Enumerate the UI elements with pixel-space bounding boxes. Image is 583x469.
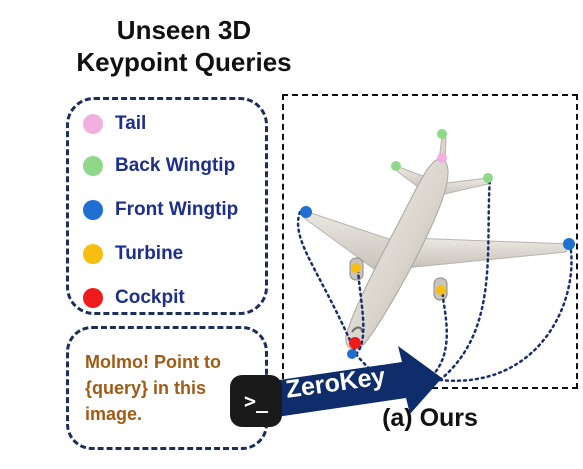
back-wingtip-marker xyxy=(391,161,401,171)
back-wingtip-marker xyxy=(483,173,493,183)
back-wingtip-marker xyxy=(437,129,447,139)
front-wingtip-dot xyxy=(83,200,103,220)
keypoint-item-tail: Tail xyxy=(83,110,146,138)
keypoint-item-turbine: Turbine xyxy=(83,240,183,268)
keypoint-query-box: Tail Back Wingtip Front Wingtip Turbine … xyxy=(66,97,268,315)
keypoint-label: Front Wingtip xyxy=(115,199,239,220)
front-wingtip-marker xyxy=(563,238,575,250)
terminal-icon: >_ xyxy=(230,375,282,427)
front-wingtip-marker xyxy=(300,206,312,218)
tail-dot xyxy=(83,114,103,134)
front-wingtip-marker xyxy=(347,349,357,359)
airplane-image xyxy=(301,135,571,350)
airplane-fuselage xyxy=(345,158,449,350)
back-wingtip-dot xyxy=(83,156,103,176)
cockpit-marker xyxy=(349,337,361,349)
prompt-text: Molmo! Point to {query} in this image. xyxy=(85,352,221,424)
title-line-2: Keypoint Queries xyxy=(76,47,292,77)
keypoint-item-cockpit: Cockpit xyxy=(83,284,185,312)
zerokey-arrow xyxy=(252,346,442,420)
turbine-dot xyxy=(83,244,103,264)
title-line-1: Unseen 3D xyxy=(116,15,252,45)
keypoint-item-front-wingtip: Front Wingtip xyxy=(83,196,238,224)
terminal-glyph: >_ xyxy=(243,389,269,413)
keypoint-label: Back Wingtip xyxy=(115,155,236,176)
tail-marker xyxy=(437,153,447,163)
turbine-marker xyxy=(351,263,361,273)
turbine-marker xyxy=(436,285,446,295)
dotted-path xyxy=(354,268,365,356)
keypoint-label: Turbine xyxy=(115,243,184,264)
dotted-path xyxy=(296,210,358,356)
figure-caption: (a) Ours xyxy=(382,404,478,432)
keypoint-label: Cockpit xyxy=(115,287,185,308)
cockpit-dot xyxy=(83,288,103,308)
keypoint-label: Tail xyxy=(115,113,147,134)
keypoint-item-back-wingtip: Back Wingtip xyxy=(83,152,235,180)
dotted-path xyxy=(438,242,573,382)
airplane-cockpit-window xyxy=(351,326,363,333)
dotted-path xyxy=(438,176,492,382)
figure-title: Unseen 3D Keypoint Queries xyxy=(50,14,318,78)
